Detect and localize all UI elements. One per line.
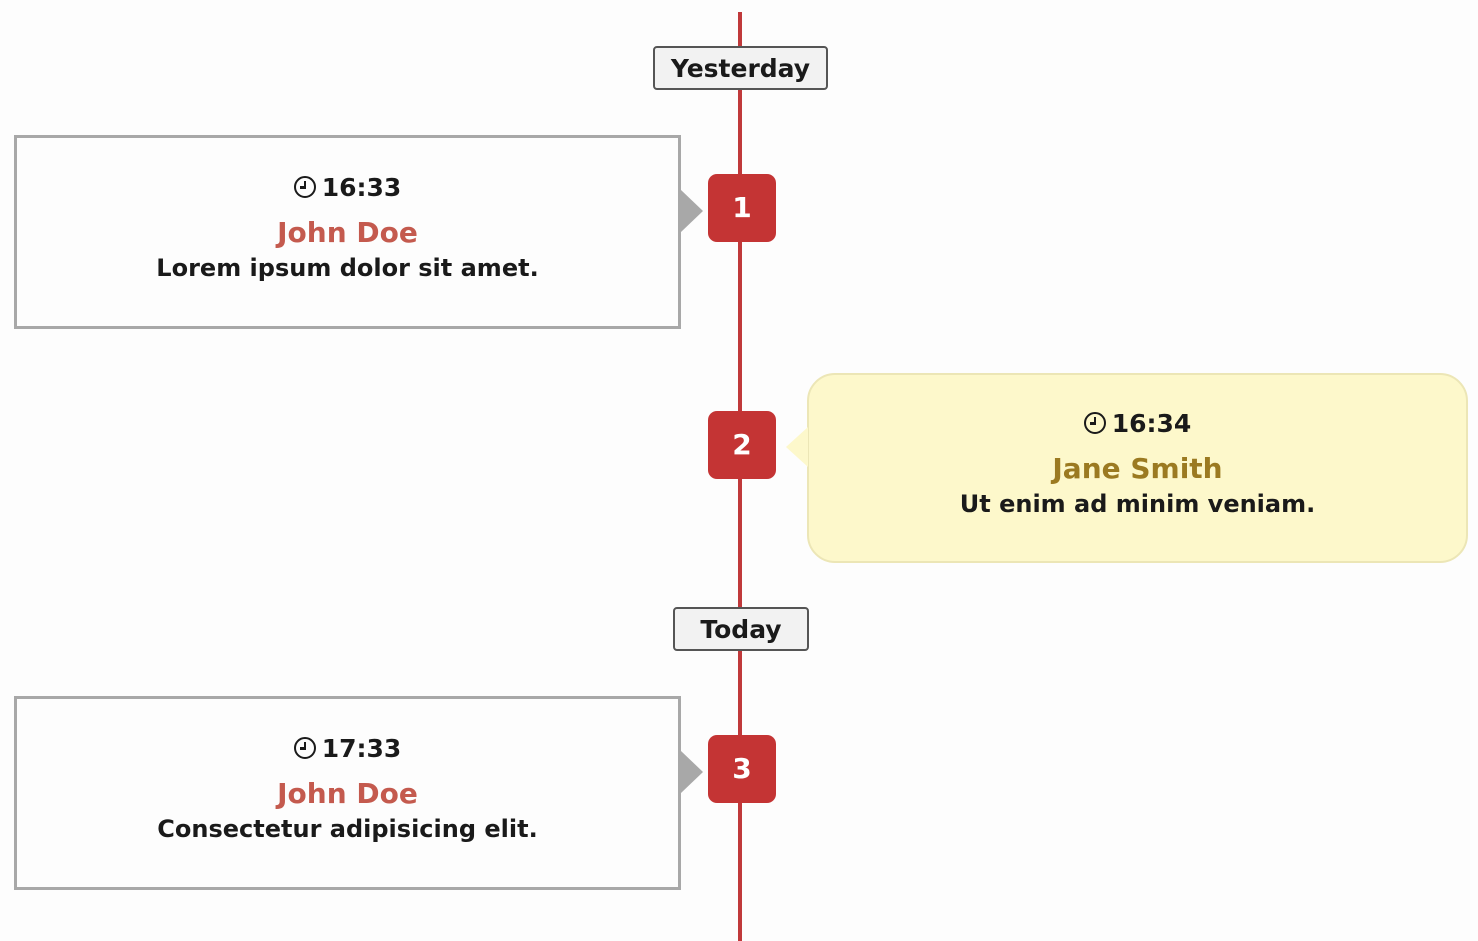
- date-separator-yesterday: Yesterday: [653, 46, 828, 90]
- event-time: 16:33: [321, 173, 402, 202]
- timeline-marker-2: 2: [708, 411, 776, 479]
- event-message: Lorem ipsum dolor sit amet.: [156, 254, 539, 282]
- timeline-card-3: 17:33 John Doe Consectetur adipisicing e…: [14, 696, 703, 890]
- event-time: 16:34: [1111, 409, 1192, 438]
- event-time-row: 16:33: [17, 172, 678, 204]
- date-separator-today: Today: [673, 607, 809, 651]
- event-time-row: 16:34: [809, 408, 1466, 440]
- clock-icon: [293, 176, 316, 198]
- event-author: John Doe: [277, 777, 418, 810]
- timeline-card-1: 16:33 John Doe Lorem ipsum dolor sit ame…: [14, 135, 703, 329]
- clock-icon: [1083, 412, 1106, 434]
- event-author: John Doe: [277, 216, 418, 249]
- timeline-marker-3: 3: [708, 735, 776, 803]
- event-message: Consectetur adipisicing elit.: [157, 815, 538, 843]
- timeline-card-2: 16:34 Jane Smith Ut enim ad minim veniam…: [786, 373, 1468, 563]
- event-time-row: 17:33: [17, 733, 678, 765]
- event-message: Ut enim ad minim veniam.: [959, 490, 1316, 518]
- timeline-marker-1: 1: [708, 174, 776, 242]
- event-time: 17:33: [321, 734, 402, 763]
- event-author: Jane Smith: [1052, 452, 1223, 485]
- clock-icon: [293, 737, 316, 759]
